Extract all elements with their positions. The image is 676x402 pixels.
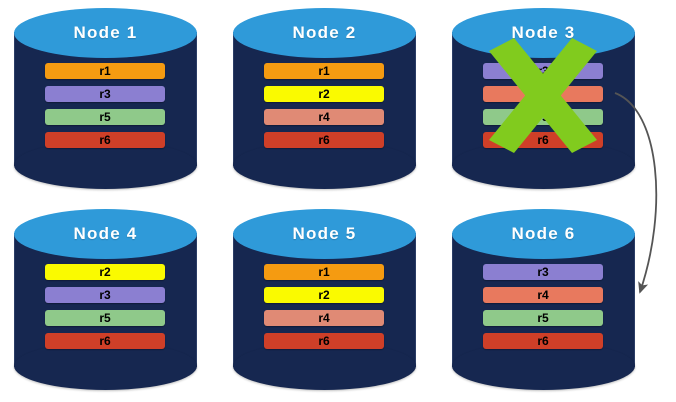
node-1-top-disc	[14, 8, 197, 58]
node-4-record-r2[interactable]: r2	[45, 264, 165, 280]
node-1-base	[14, 141, 197, 189]
node-5-base	[233, 342, 416, 390]
node-3-top-disc	[452, 8, 635, 58]
node-1-records: r1 r3 r5 r6	[45, 63, 165, 148]
node-6-record-r3[interactable]: r3	[483, 264, 603, 280]
node-3-base	[452, 141, 635, 189]
node-5-record-r1[interactable]: r1	[264, 264, 384, 280]
node-1-record-r3[interactable]: r3	[45, 86, 165, 102]
node-6-record-r5[interactable]: r5	[483, 310, 603, 326]
node-6-records: r3 r4 r5 r6	[483, 264, 603, 349]
node-4-records: r2 r3 r5 r6	[45, 264, 165, 349]
node-2-record-r2[interactable]: r2	[264, 86, 384, 102]
node-1-record-r1[interactable]: r1	[45, 63, 165, 79]
node-5-top-disc	[233, 209, 416, 259]
node-6-base	[452, 342, 635, 390]
node-2-records: r1 r2 r4 r6	[264, 63, 384, 148]
node-3-record-r3[interactable]: r3	[483, 63, 603, 79]
node-4-record-r3[interactable]: r3	[45, 287, 165, 303]
node-4-base	[14, 342, 197, 390]
node-2-record-r4[interactable]: r4	[264, 109, 384, 125]
node-3-record-r6[interactable]: r6	[483, 132, 603, 148]
node-4-record-r5[interactable]: r5	[45, 310, 165, 326]
node-2-record-r1[interactable]: r1	[264, 63, 384, 79]
node-6-record-r4[interactable]: r4	[483, 287, 603, 303]
node-3-record-r4[interactable]: r4	[483, 86, 603, 102]
node-1-record-r5[interactable]: r5	[45, 109, 165, 125]
node-1-record-r6[interactable]: r6	[45, 132, 165, 148]
node-2-record-r6[interactable]: r6	[264, 132, 384, 148]
node-2-base	[233, 141, 416, 189]
node-4-record-r6[interactable]: r6	[45, 333, 165, 349]
node-6-top-disc	[452, 209, 635, 259]
node-2-top-disc	[233, 8, 416, 58]
node-4-top-disc	[14, 209, 197, 259]
node-5-records: r1 r2 r4 r6	[264, 264, 384, 349]
node-6-record-r6[interactable]: r6	[483, 333, 603, 349]
node-3-record-r5[interactable]: r5	[483, 109, 603, 125]
node-5-record-r6[interactable]: r6	[264, 333, 384, 349]
node-5-record-r4[interactable]: r4	[264, 310, 384, 326]
node-5-record-r2[interactable]: r2	[264, 287, 384, 303]
node-3-records: r3 r4 r5 r6	[483, 63, 603, 148]
